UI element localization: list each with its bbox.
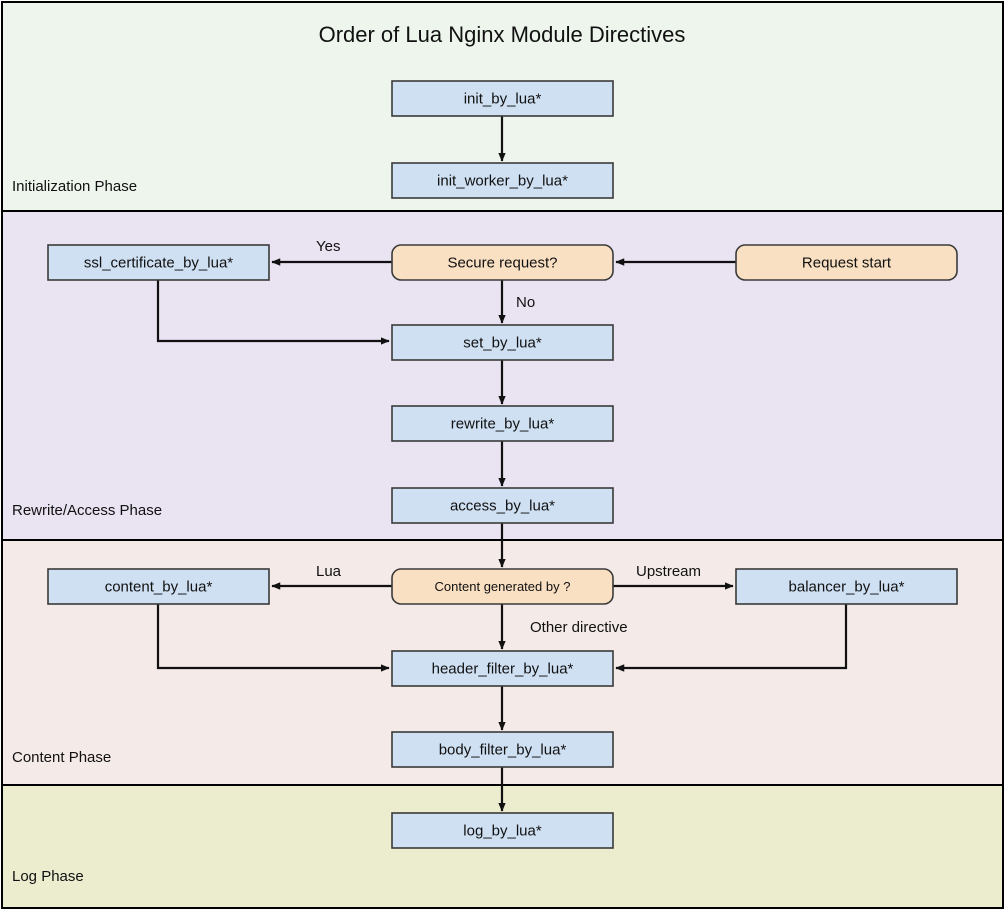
phase-band-label-rewrite: Rewrite/Access Phase	[12, 502, 162, 519]
edge-contentlua-to-headerfilter	[156, 604, 390, 672]
node-box-ssl_certificate_by_lua[interactable]	[47, 244, 270, 281]
node-label-init_by_lua: init_by_lua*	[464, 90, 542, 107]
node-body_filter_by_lua[interactable]: body_filter_by_lua*	[391, 731, 614, 768]
page-title: Order of Lua Nginx Module Directives	[319, 22, 686, 47]
node-set_by_lua[interactable]: set_by_lua*	[391, 324, 614, 361]
phase-band-label-content: Content Phase	[12, 749, 111, 766]
node-content_generated_by[interactable]: Content generated by ?	[391, 568, 614, 605]
node-label-content_by_lua: content_by_lua*	[105, 578, 213, 595]
node-access_by_lua[interactable]: access_by_lua*	[391, 487, 614, 524]
node-box-content_generated_by[interactable]	[391, 568, 614, 605]
edge-ssl-to-set	[156, 280, 390, 345]
node-label-rewrite_by_lua: rewrite_by_lua*	[451, 415, 555, 432]
node-secure_request[interactable]: Secure request?	[391, 244, 614, 281]
node-box-log_by_lua[interactable]	[391, 812, 614, 849]
edge-label-contentgen-to-contentlua: Lua	[316, 563, 342, 580]
node-request_start[interactable]: Request start	[735, 244, 958, 281]
node-log_by_lua[interactable]: log_by_lua*	[391, 812, 614, 849]
node-box-content_by_lua[interactable]	[47, 568, 270, 605]
node-label-secure_request: Secure request?	[447, 254, 557, 271]
node-label-body_filter_by_lua: body_filter_by_lua*	[439, 741, 567, 758]
edge-label-contentgen-to-headerfilter: Other directive	[530, 619, 628, 636]
node-box-request_start[interactable]	[735, 244, 958, 281]
node-balancer_by_lua[interactable]: balancer_by_lua*	[735, 568, 958, 605]
node-box-balancer_by_lua[interactable]	[735, 568, 958, 605]
node-label-log_by_lua: log_by_lua*	[463, 822, 542, 839]
node-content_by_lua[interactable]: content_by_lua*	[47, 568, 270, 605]
node-box-rewrite_by_lua[interactable]	[391, 405, 614, 442]
node-label-balancer_by_lua: balancer_by_lua*	[789, 578, 905, 595]
edge-balancer-to-headerfilter	[615, 604, 848, 672]
node-label-header_filter_by_lua: header_filter_by_lua*	[432, 660, 574, 677]
node-box-init_by_lua[interactable]	[391, 80, 614, 117]
nodes-layer: init_by_lua* init_worker_by_lua* Request s…	[47, 80, 958, 849]
edges-layer	[156, 116, 848, 812]
phase-band-label-init: Initialization Phase	[12, 178, 137, 195]
node-label-set_by_lua: set_by_lua*	[463, 334, 542, 351]
node-label-content_generated_by: Content generated by ?	[435, 579, 571, 594]
node-box-secure_request[interactable]	[391, 244, 614, 281]
node-label-init_worker_by_lua: init_worker_by_lua*	[437, 172, 568, 189]
edge-label-secure-to-ssl: Yes	[316, 238, 340, 255]
node-label-ssl_certificate_by_lua: ssl_certificate_by_lua*	[84, 254, 233, 271]
node-box-set_by_lua[interactable]	[391, 324, 614, 361]
node-box-init_worker_by_lua[interactable]	[391, 162, 614, 199]
node-rewrite_by_lua[interactable]: rewrite_by_lua*	[391, 405, 614, 442]
edge-label-contentgen-to-balancer: Upstream	[636, 563, 701, 580]
node-init_worker_by_lua[interactable]: init_worker_by_lua*	[391, 162, 614, 199]
node-ssl_certificate_by_lua[interactable]: ssl_certificate_by_lua*	[47, 244, 270, 281]
node-init_by_lua[interactable]: init_by_lua*	[391, 80, 614, 117]
node-box-header_filter_by_lua[interactable]	[391, 650, 614, 687]
phase-band-label-log: Log Phase	[12, 868, 84, 885]
node-label-request_start: Request start	[802, 254, 892, 271]
node-header_filter_by_lua[interactable]: header_filter_by_lua*	[391, 650, 614, 687]
edge-label-secure-to-set: No	[516, 294, 535, 311]
node-box-body_filter_by_lua[interactable]	[391, 731, 614, 768]
node-label-access_by_lua: access_by_lua*	[450, 497, 555, 514]
node-box-access_by_lua[interactable]	[391, 487, 614, 524]
